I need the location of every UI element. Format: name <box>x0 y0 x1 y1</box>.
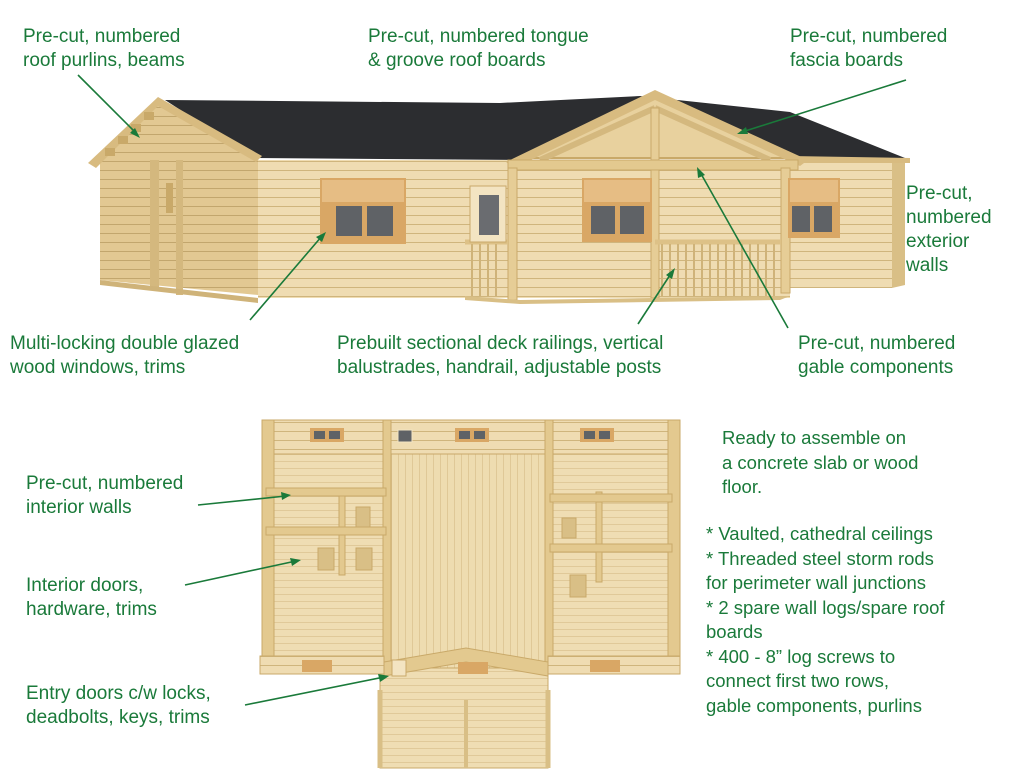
label-interior-doors: Interior doors, hardware, trims <box>26 575 157 620</box>
feature-item: * Vaulted, cathedral ceilings <box>706 523 933 544</box>
window-left <box>320 178 406 244</box>
label-roof-boards: Pre-cut, numbered tongue & groove roof b… <box>368 26 589 71</box>
feature-item: * 2 spare wall logs/spare roof boards <box>706 596 945 643</box>
label-gable-components: Pre-cut, numbered gable components <box>798 333 956 378</box>
floor-plan <box>259 419 681 769</box>
roof-shingles <box>165 96 910 160</box>
label-exterior-walls: Pre-cut, numbered exterior walls <box>906 183 992 276</box>
label-interior-walls: Pre-cut, numbered interior walls <box>26 473 184 518</box>
window-right <box>788 178 840 238</box>
label-railings: Prebuilt sectional deck railings, vertic… <box>337 333 664 378</box>
feature-list: * Vaulted, cathedral ceilings * Threaded… <box>706 522 945 718</box>
callout-arrows <box>77 74 907 706</box>
label-fascia-boards: Pre-cut, numbered fascia boards <box>790 26 948 71</box>
feature-item: * Threaded steel storm rods for perimete… <box>706 547 934 594</box>
label-windows: Multi-locking double glazed wood windows… <box>10 333 240 378</box>
assembly-notes: Ready to assemble on a concrete slab or … <box>722 427 919 497</box>
label-roof-purlins: Pre-cut, numbered roof purlins, beams <box>23 26 185 71</box>
feature-item: * 400 - 8” log screws to connect first t… <box>706 645 922 716</box>
cabin-elevation <box>88 90 910 304</box>
label-entry-doors: Entry doors c/w locks, deadbolts, keys, … <box>26 683 211 728</box>
window-porch <box>582 178 652 242</box>
